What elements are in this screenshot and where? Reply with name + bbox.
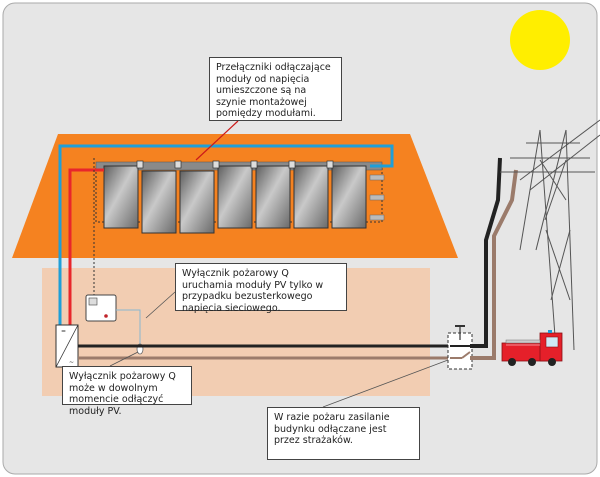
module-disconnect-switches <box>136 160 334 169</box>
pv-module-icon <box>103 165 139 229</box>
pv-module-icon <box>179 170 215 234</box>
disconnect-switch-icon <box>461 351 471 359</box>
callout-module-switches-text: Przełączniki odłączające moduły od napię… <box>216 62 331 119</box>
power-pylon-icon <box>500 119 600 351</box>
module-switch-icon <box>326 160 334 169</box>
fire-switch-led <box>104 314 108 318</box>
inverter-dc-symbol: = <box>61 328 66 335</box>
pv-module-icon <box>331 165 367 229</box>
callout-firefighters-text: W razie pożaru zasilanie budynku odłącza… <box>274 412 390 446</box>
module-switch-icon <box>212 160 220 169</box>
grid-feed-neutral <box>470 169 518 360</box>
rail-clamp <box>369 174 385 181</box>
pv-module-icon <box>293 165 329 229</box>
callout-disconnect-pv: Wyłącznik pożarowy Q może w dowolnym mom… <box>62 366 192 417</box>
inverter-ac-symbol: ~ <box>69 359 74 366</box>
pv-module-icon <box>255 165 291 229</box>
module-switch-icon <box>250 160 258 169</box>
rail-clamp <box>369 194 385 201</box>
rail-clamp <box>369 214 385 221</box>
module-switch-icon <box>174 160 182 169</box>
pv-module-icon <box>141 170 177 234</box>
inverter-diagonal <box>55 324 79 368</box>
callout-fire-switch-q: Wyłącznik pożarowy Q uruchamia moduły PV… <box>175 263 347 314</box>
module-switch-icon <box>136 160 144 169</box>
callout-top-pointer <box>195 120 239 161</box>
fire-switch-display <box>88 297 98 306</box>
fire-switch-signal-line <box>116 309 141 345</box>
module-switch-icon <box>288 160 296 169</box>
callout-q-pointer <box>145 291 176 319</box>
dc-minus-cable <box>58 144 394 330</box>
callout-left-pointer <box>109 351 139 367</box>
pv-module-icon <box>217 165 253 229</box>
callout-module-switches: Przełączniki odłączające moduły od napię… <box>209 57 342 121</box>
callout-fire-pointer <box>322 359 449 408</box>
pv-array <box>103 165 367 234</box>
callout-fire-switch-q-text: Wyłącznik pożarowy Q uruchamia moduły PV… <box>182 268 324 314</box>
sun-icon <box>510 10 570 70</box>
callout-disconnect-pv-text: Wyłącznik pożarowy Q może w dowolnym mom… <box>69 371 176 417</box>
fire-truck-icon <box>501 330 563 366</box>
callout-firefighters: W razie pożaru zasilanie budynku odłącza… <box>267 407 420 460</box>
dc-plus-cable <box>68 168 104 330</box>
grid-feed-phase <box>470 157 502 348</box>
